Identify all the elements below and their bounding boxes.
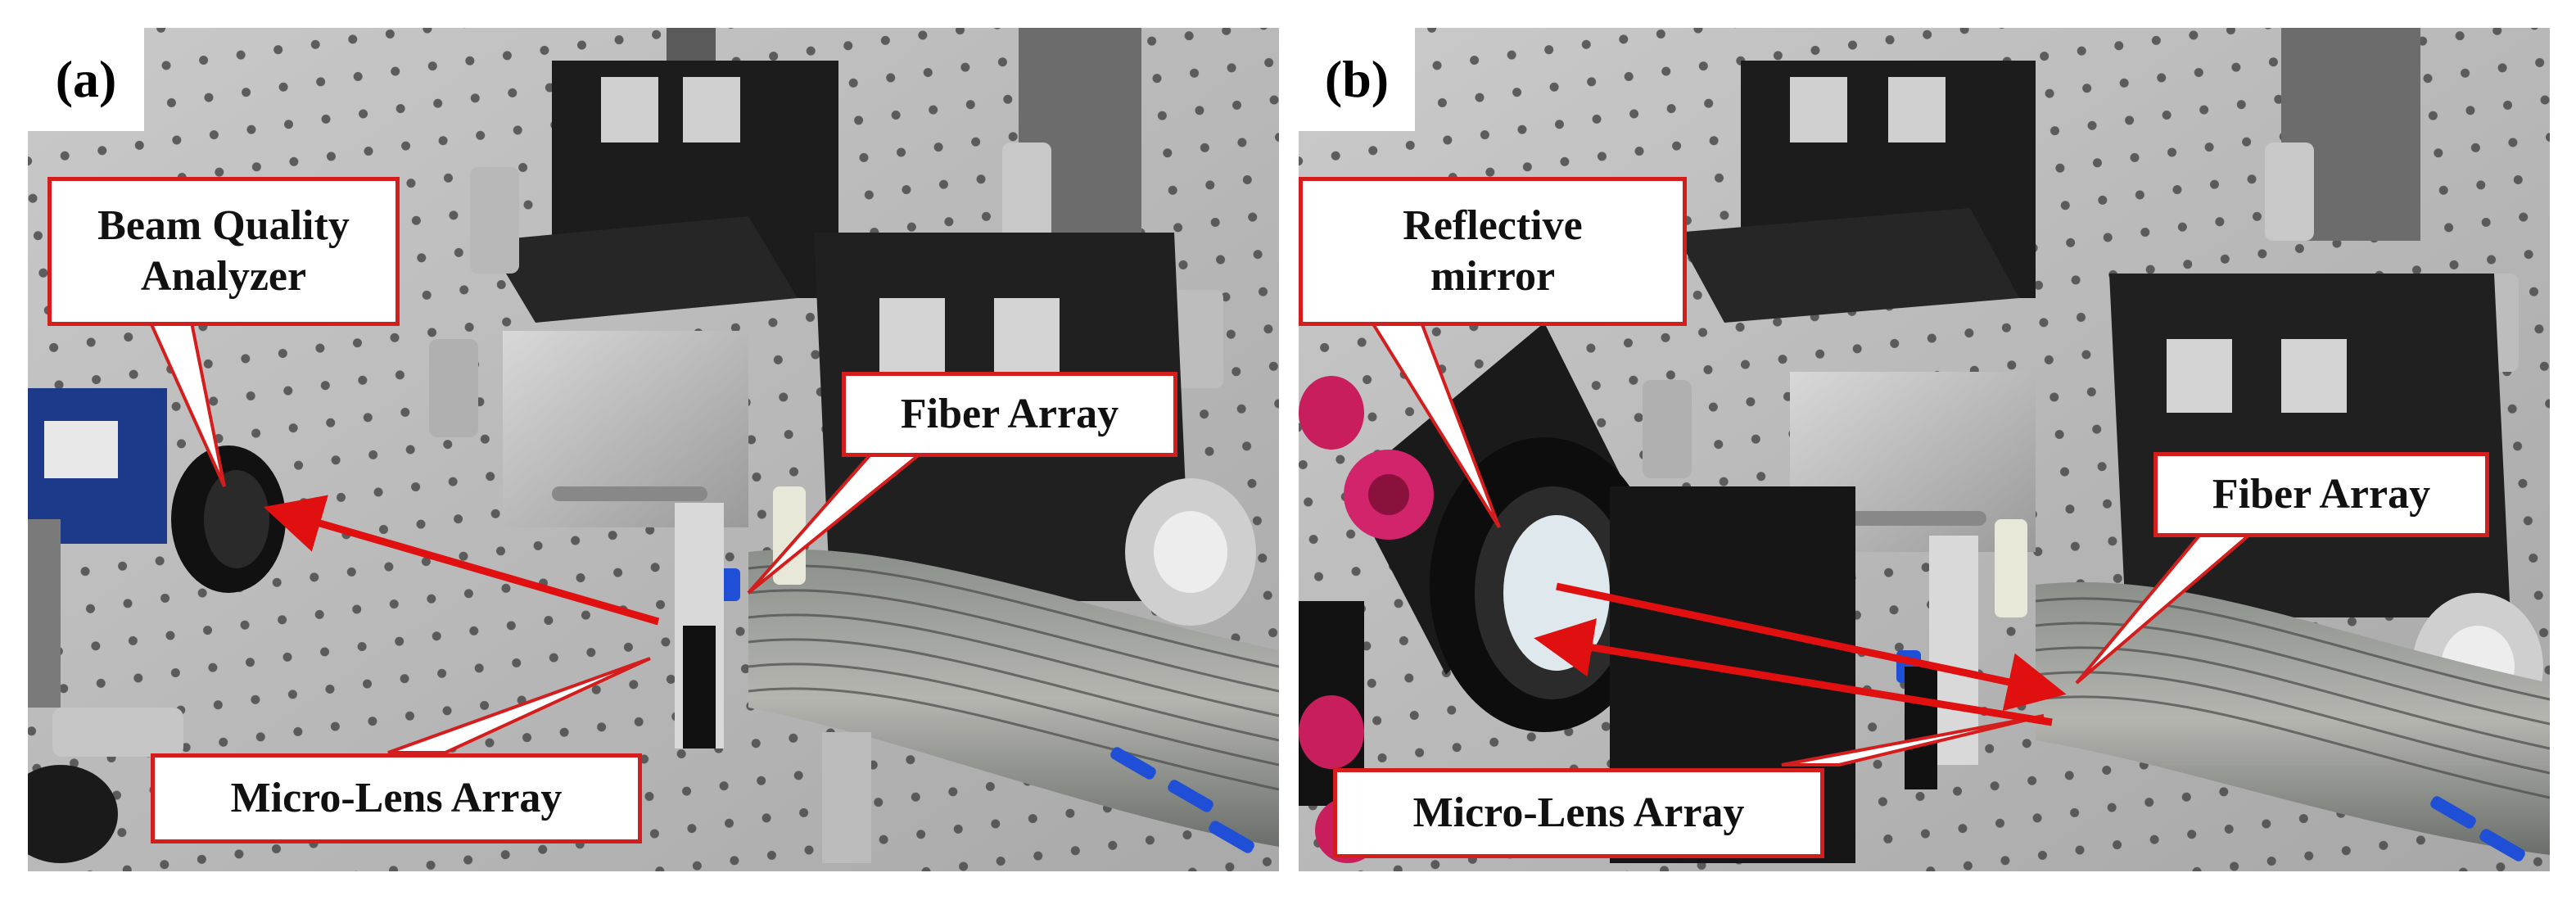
callout-beam-quality-analyzer: Beam Quality Analyzer [47,177,400,326]
panel-b: (b) Reflective mirror Fiber Array Micro-… [1299,28,2550,871]
callout-text: Fiber Array [2212,470,2431,518]
callout-text: Micro-Lens Array [230,774,563,821]
callout-text: Fiber Array [900,390,1119,437]
callout-text: mirror [1430,253,1556,300]
panel-a: (a) Beam Quality Analyzer Fiber Array Mi… [28,28,1279,871]
callout-fiber-array: Fiber Array [2153,452,2489,537]
callout-text: Reflective [1403,201,1583,249]
callout-fiber-array: Fiber Array [842,372,1177,457]
pink-knob [1299,695,1364,769]
panel-label: (b) [1299,28,1415,131]
photo-scene-b [1299,28,2550,871]
callout-text: Analyzer [140,253,307,300]
callout-text: Micro-Lens Array [1412,789,1745,836]
callout-micro-lens-array: Micro-Lens Array [1333,768,1824,858]
silver-translation-block [503,331,748,527]
reflective-mirror [1503,515,1610,671]
callout-reflective-mirror: Reflective mirror [1299,177,1687,326]
callout-text: Beam Quality [97,201,350,249]
pink-knob [1299,376,1364,450]
callout-micro-lens-array: Micro-Lens Array [151,753,642,843]
panel-label: (a) [28,28,144,131]
xyz-stage-front [2109,274,2510,617]
